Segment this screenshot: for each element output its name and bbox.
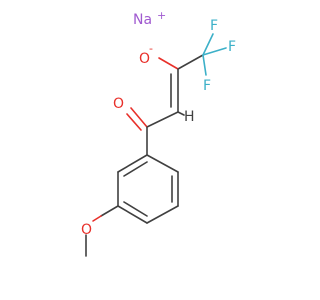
ring-bond-1 (146, 154, 179, 173)
bond-c2-c1 (146, 111, 179, 128)
bond-c-f3 (202, 54, 207, 76)
sodium-label: Na (133, 12, 152, 28)
fluorine-1-label: F (210, 18, 218, 34)
bond-c3-cf3 (177, 54, 204, 70)
bond-c-f1 (202, 33, 214, 56)
ring-bond-4-inner (123, 201, 148, 217)
molecule-structure: Na + O - F F F O H O (81, 9, 236, 257)
bond-o-side (92, 215, 102, 222)
carbonyl-oxygen-label: O (113, 96, 124, 112)
vinyl-hydrogen-label: H (184, 109, 195, 125)
structure-canvas: Na + O - F F F O H O (81, 9, 237, 257)
methoxy-oxygen-label: O (81, 222, 92, 238)
enolate-oxygen-label: O (139, 51, 150, 67)
ring-bond-4 (117, 205, 148, 224)
fluorine-2-label: F (228, 39, 236, 55)
enolate-charge: - (149, 42, 153, 55)
bond-c3-o (158, 57, 179, 70)
bond-c1-o (130, 107, 148, 128)
sodium-charge: + (157, 9, 166, 22)
bond-c-f2 (202, 47, 227, 56)
bond-c1-o-inner (126, 113, 142, 131)
ring-bond-3 (146, 205, 179, 224)
ring-bond-6-inner (123, 161, 148, 177)
ring-bond-6 (117, 154, 148, 173)
bond-ring-ome (100, 205, 119, 217)
fluorine-3-label: F (203, 78, 211, 94)
bond-c2-h (177, 111, 185, 116)
